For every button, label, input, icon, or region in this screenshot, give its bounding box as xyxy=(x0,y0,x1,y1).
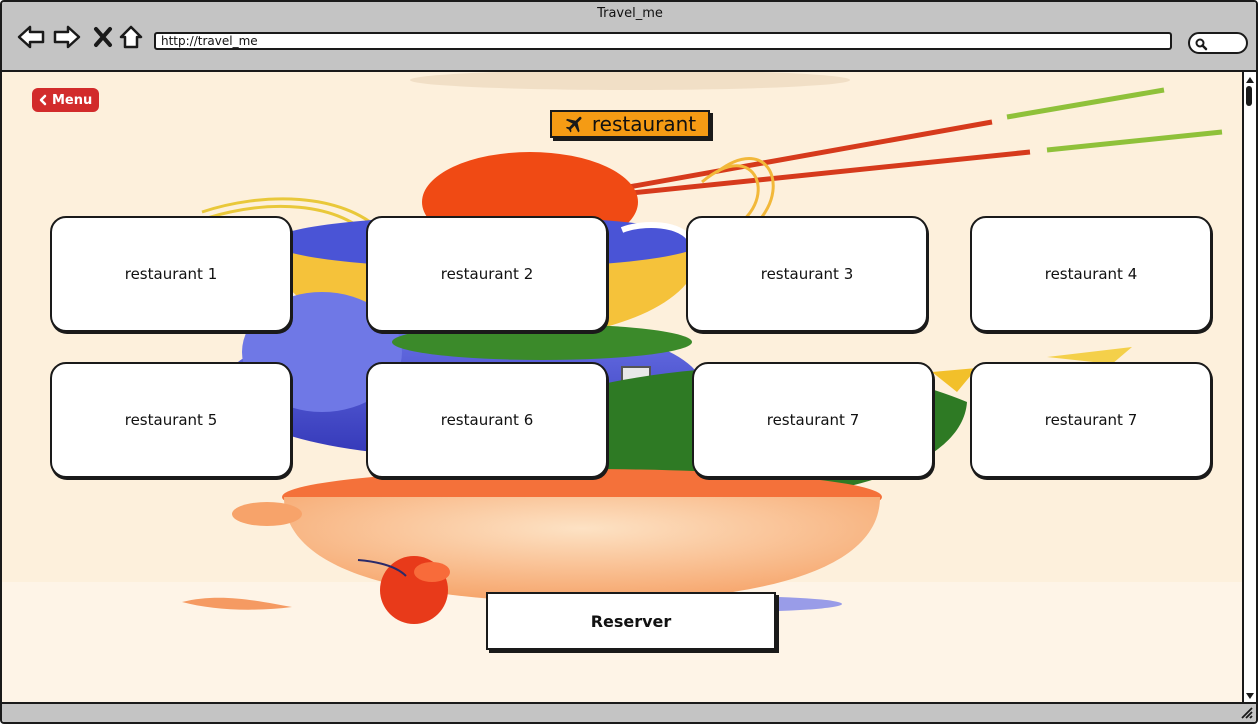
back-arrow-icon[interactable] xyxy=(16,22,46,52)
close-icon[interactable] xyxy=(88,22,118,52)
scroll-up-icon[interactable] xyxy=(1244,74,1256,86)
browser-toolbar: Travel_me http://travel_me xyxy=(2,2,1256,72)
status-bar xyxy=(2,702,1256,722)
restaurant-card[interactable]: restaurant 5 xyxy=(50,362,292,478)
window-title: Travel_me xyxy=(597,6,663,21)
search-field[interactable] xyxy=(1188,32,1248,54)
restaurant-card[interactable]: restaurant 6 xyxy=(366,362,608,478)
search-icon xyxy=(1195,38,1208,51)
page-title: restaurant xyxy=(550,110,710,138)
airplane-icon xyxy=(565,116,582,133)
menu-label: Menu xyxy=(52,92,93,108)
chevron-left-icon xyxy=(39,94,47,106)
restaurant-card[interactable]: restaurant 2 xyxy=(366,216,608,332)
restaurant-card[interactable]: restaurant 7 xyxy=(692,362,934,478)
page-title-text: restaurant xyxy=(591,112,697,136)
page-content: Menu restaurant restaurant 1 restaurant … xyxy=(2,72,1244,704)
url-bar[interactable]: http://travel_me xyxy=(154,32,1172,50)
restaurant-card[interactable]: restaurant 4 xyxy=(970,216,1212,332)
scroll-down-icon[interactable] xyxy=(1244,690,1256,702)
restaurant-card[interactable]: restaurant 1 xyxy=(50,216,292,332)
vertical-scrollbar[interactable] xyxy=(1242,72,1256,704)
restaurant-card[interactable]: restaurant 7 xyxy=(970,362,1212,478)
menu-button[interactable]: Menu xyxy=(32,88,100,112)
scroll-thumb[interactable] xyxy=(1246,86,1252,106)
restaurant-card[interactable]: restaurant 3 xyxy=(686,216,928,332)
forward-arrow-icon[interactable] xyxy=(52,22,82,52)
resize-grip-icon[interactable] xyxy=(1240,706,1254,720)
reserve-button[interactable]: Reserver xyxy=(486,592,776,650)
home-icon[interactable] xyxy=(116,22,146,52)
